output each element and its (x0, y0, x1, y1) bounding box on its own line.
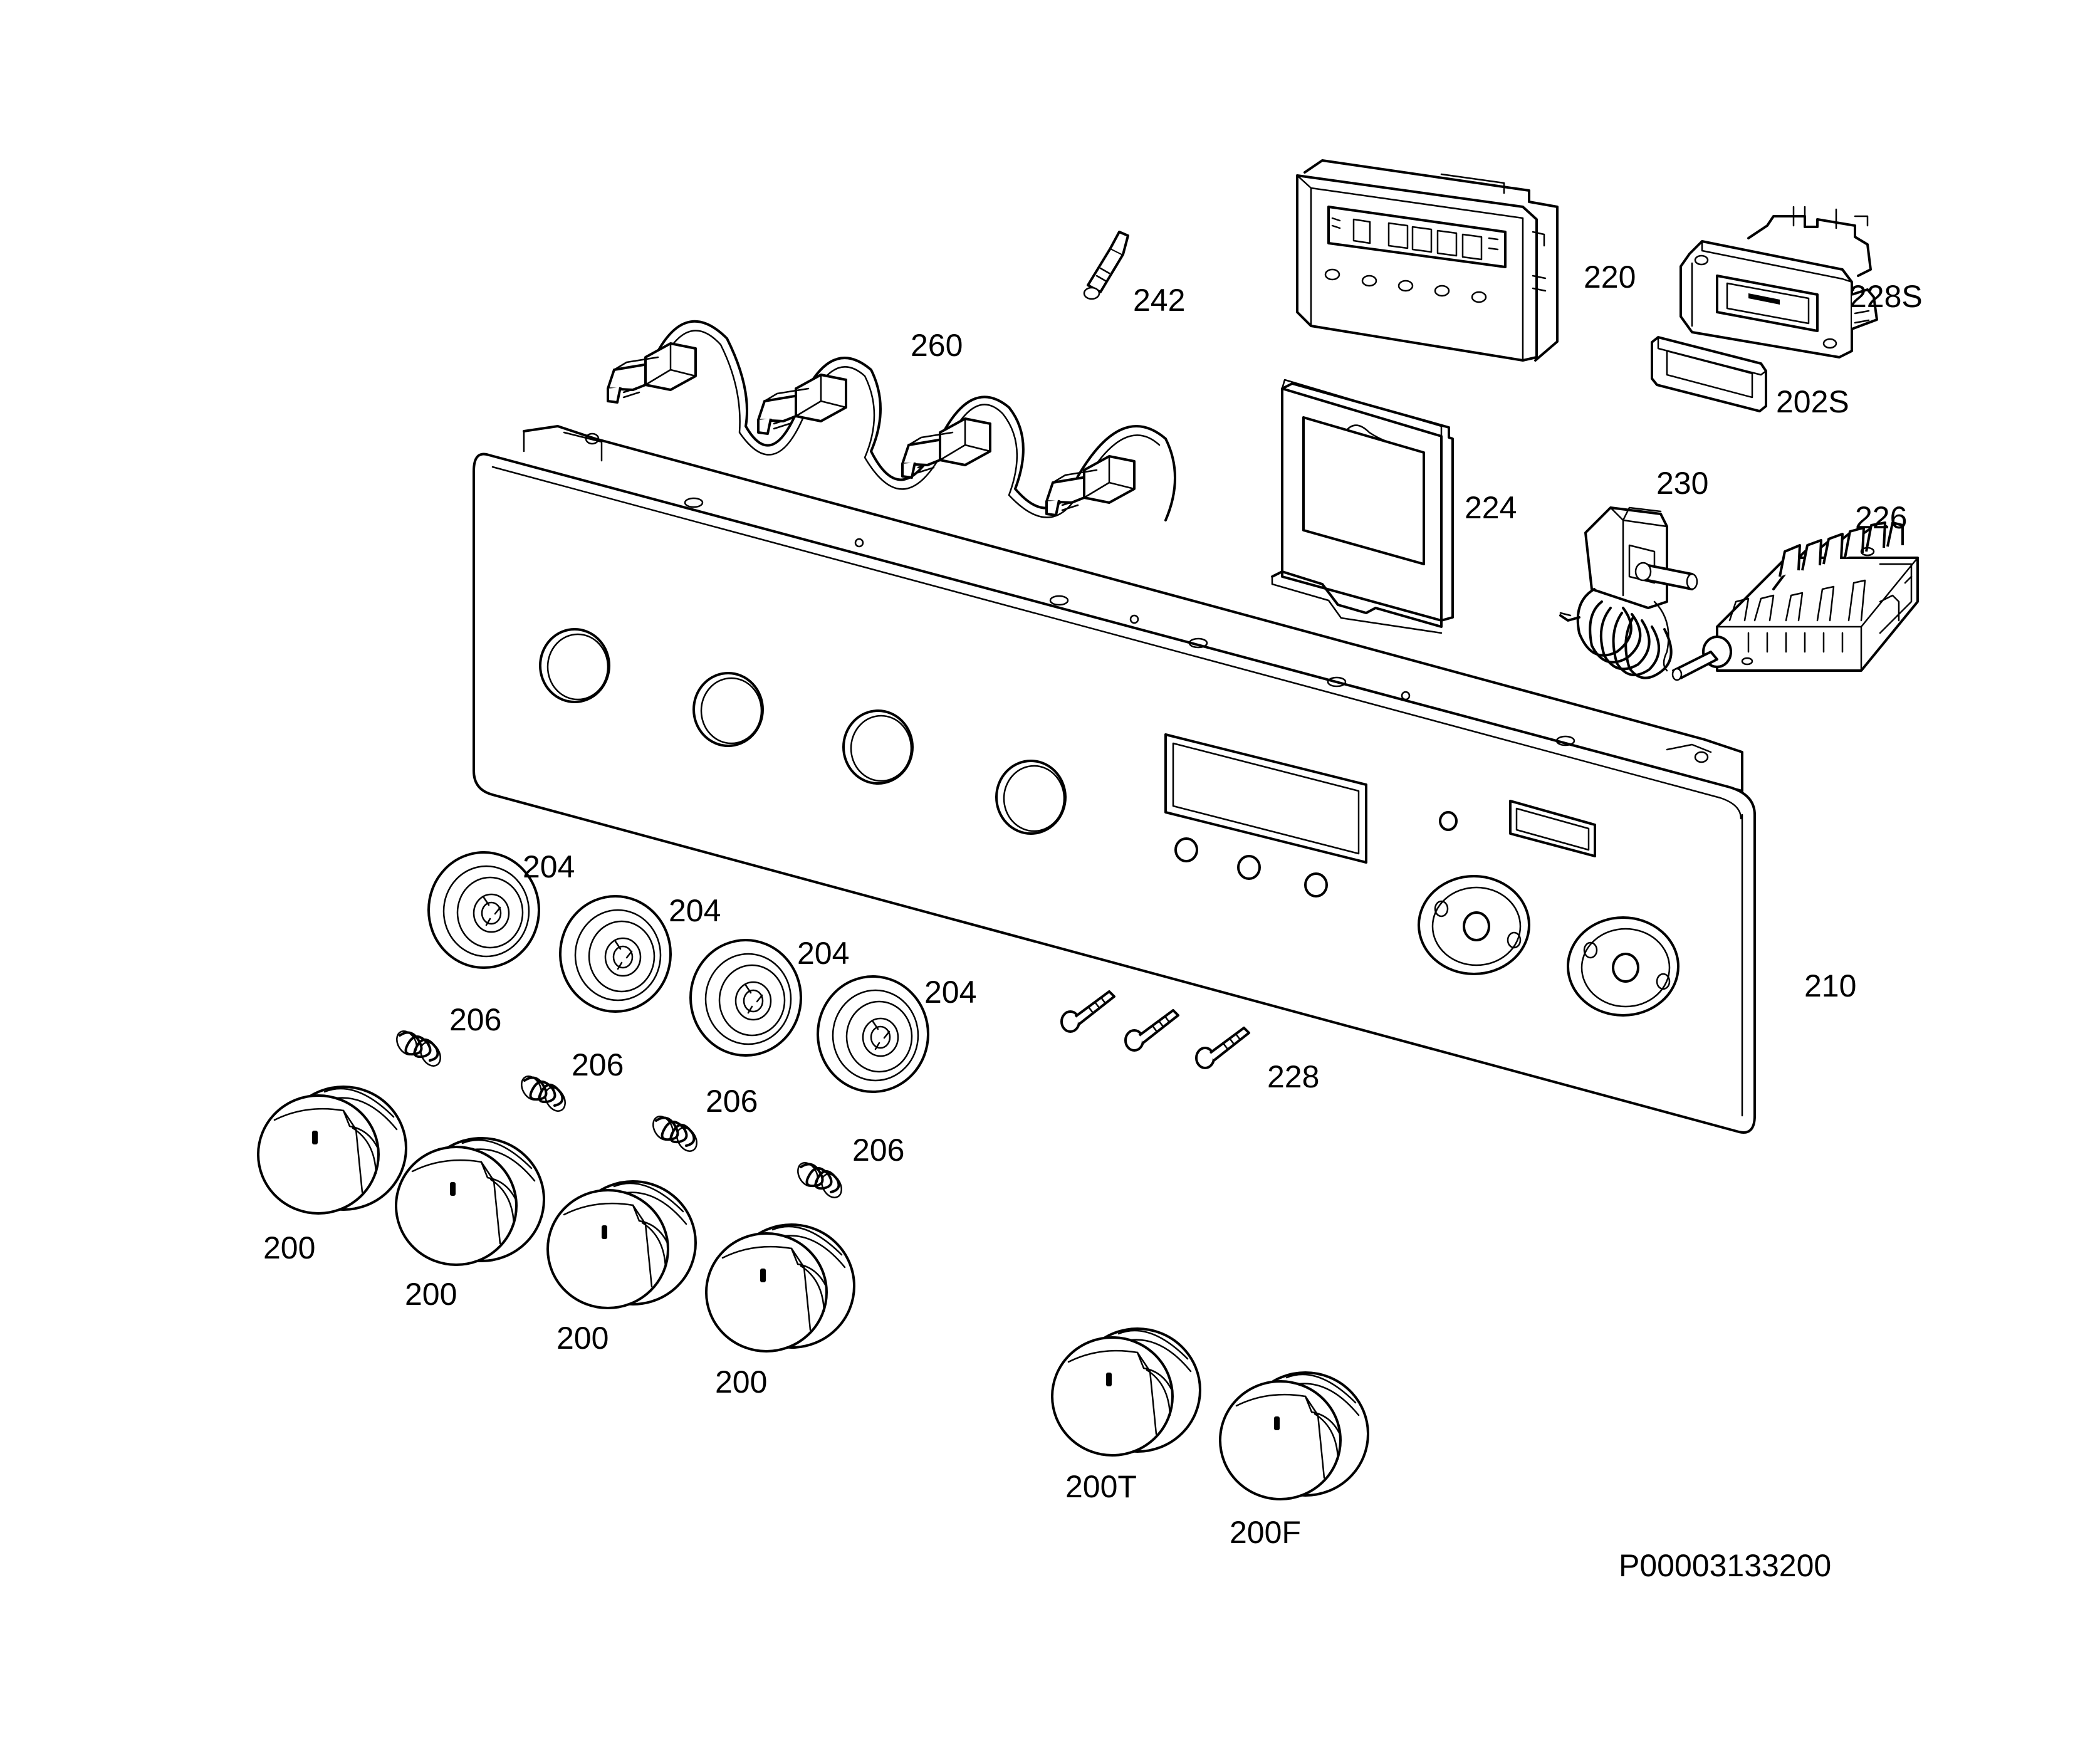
label-220: 220 (1584, 259, 1636, 295)
control-panel-210 (473, 425, 1756, 1134)
label-204-1: 204 (523, 849, 575, 884)
label-206-1: 206 (449, 1002, 501, 1037)
seal-202S (1651, 336, 1767, 412)
label-204-4: 204 (924, 975, 976, 1010)
label-200-3: 200 (556, 1321, 609, 1356)
label-200F: 200F (1230, 1515, 1301, 1550)
label-224: 224 (1465, 490, 1517, 525)
label-204-2: 204 (669, 893, 721, 928)
label-200T: 200T (1065, 1469, 1137, 1504)
label-228: 228 (1267, 1059, 1319, 1094)
label-200-4: 200 (715, 1364, 767, 1400)
thermostat-230 (1559, 506, 1698, 679)
label-228S: 228S (1849, 279, 1923, 314)
switch-wiring-260 (607, 320, 1176, 521)
label-206-2: 206 (572, 1047, 624, 1082)
label-242: 242 (1133, 283, 1185, 318)
selector-switch-226 (1671, 521, 1919, 681)
lamp-242 (1083, 231, 1129, 300)
label-200-2: 200 (405, 1277, 457, 1312)
label-230: 230 (1656, 466, 1708, 501)
timer-220 (1296, 159, 1559, 362)
label-206-3: 206 (706, 1084, 758, 1119)
label-260: 260 (911, 328, 963, 363)
switch-228S (1679, 206, 1878, 358)
knobs-200 (257, 1086, 855, 1353)
label-210: 210 (1804, 968, 1856, 1003)
drawing-number: P00003133200 (1619, 1548, 1831, 1583)
label-200-1: 200 (263, 1230, 315, 1265)
label-204-3: 204 (797, 936, 849, 971)
label-202S: 202S (1776, 384, 1849, 419)
knob-200F (1219, 1371, 1369, 1500)
display-frame-224 (1271, 379, 1454, 634)
screws-228 (1060, 990, 1250, 1069)
label-226: 226 (1855, 500, 1907, 535)
knob-200T (1051, 1327, 1201, 1457)
part-labels: 242 260 220 228S 202S 224 230 226 210 20… (263, 259, 1923, 1583)
label-206-4: 206 (852, 1133, 904, 1168)
